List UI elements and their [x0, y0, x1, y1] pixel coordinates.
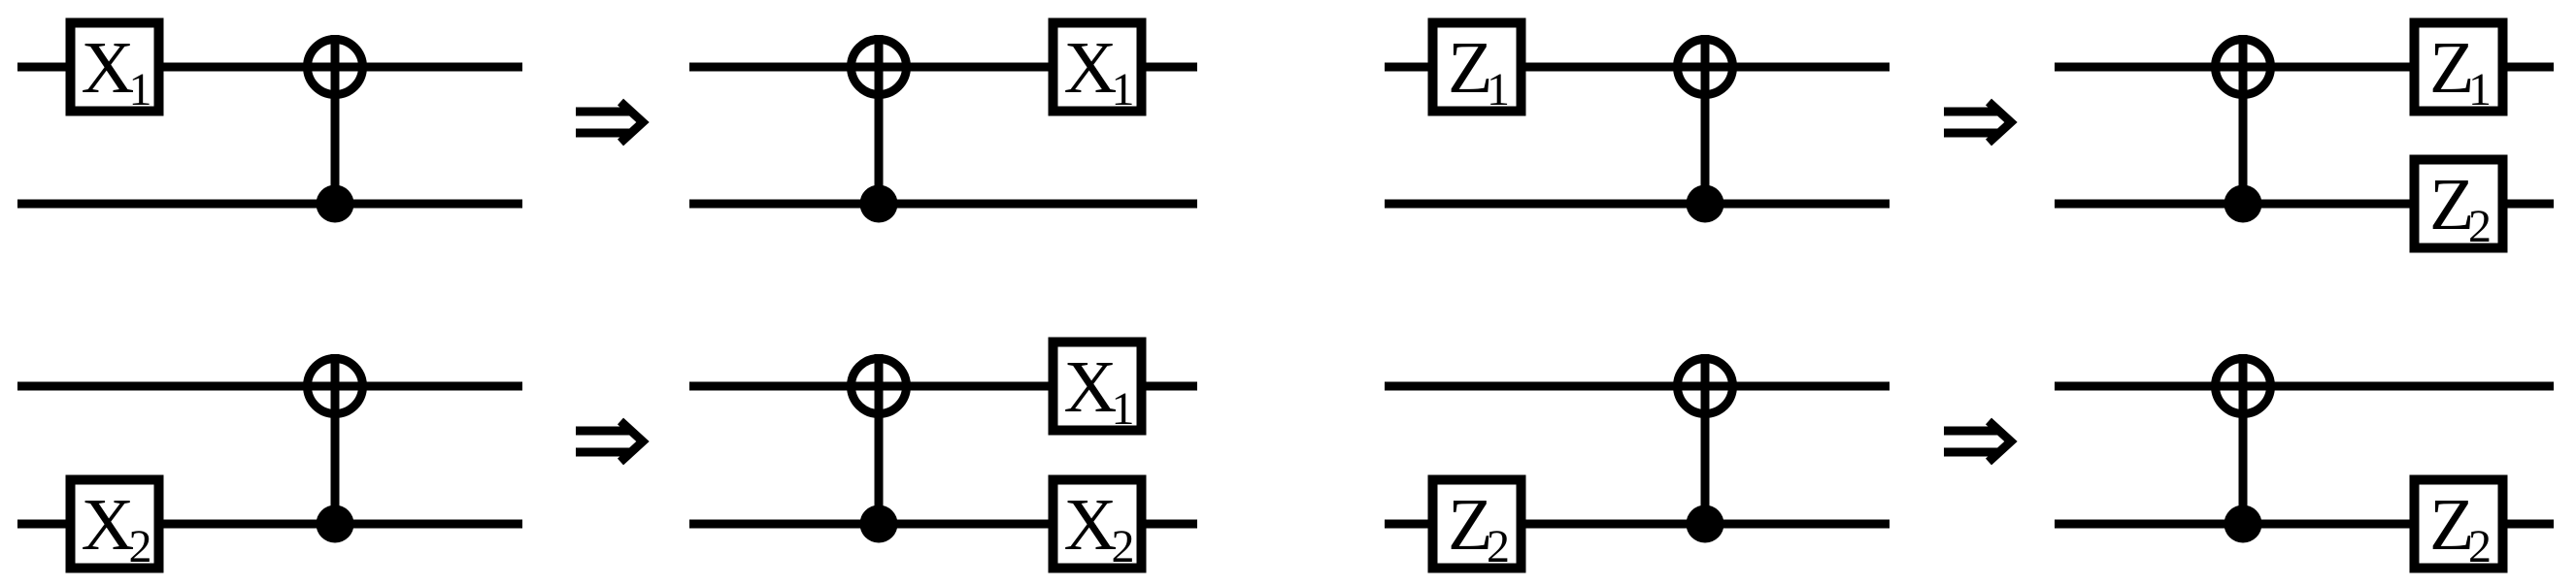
cnot-target-icon — [1673, 35, 1737, 99]
pauli-gate-X2: X2 — [1048, 474, 1147, 573]
cnot-gate — [303, 354, 367, 543]
cnot-control-dot-icon — [2224, 184, 2262, 223]
pauli-gate-Z1: Z1 — [2409, 17, 2508, 116]
cnot-target-icon — [303, 35, 367, 99]
implies-arrow-icon — [1944, 98, 2018, 146]
gate-box — [65, 17, 164, 116]
gate-label: X2 — [1064, 484, 1135, 572]
gate-box — [1427, 474, 1526, 573]
cnot-control-dot-icon — [1686, 505, 1724, 543]
cnot-control-dot-icon — [859, 505, 898, 543]
cnot-control-dot-icon — [859, 184, 898, 223]
pauli-gate-Z2: Z2 — [2409, 154, 2508, 253]
cnot-gate — [2211, 354, 2275, 543]
gate-box — [1048, 17, 1147, 116]
gate-box — [2409, 154, 2508, 253]
implies-arrow-icon — [576, 98, 650, 146]
pauli-gate-X1: X1 — [65, 17, 164, 116]
gate-box — [1048, 474, 1147, 573]
gate-label: Z1 — [2429, 27, 2492, 115]
gate-label: Z2 — [2429, 164, 2492, 252]
circuit: X2 — [17, 354, 522, 573]
cnot-control-dot-icon — [1686, 184, 1724, 223]
circuit: Z2 — [2055, 354, 2554, 573]
cnot-control-dot-icon — [2224, 505, 2262, 543]
pauli-gate-X1: X1 — [1048, 337, 1147, 436]
cnot-target-icon — [1673, 354, 1737, 418]
gate-label: X2 — [82, 484, 152, 572]
pauli-gate-Z2: Z2 — [1427, 474, 1526, 573]
cnot-target-icon — [847, 354, 911, 418]
cnot-control-dot-icon — [316, 505, 354, 543]
gate-box — [65, 474, 164, 573]
circuit: Z2 — [1385, 354, 1890, 573]
cnot-gate — [1673, 354, 1737, 543]
cnot-gate — [2211, 35, 2275, 223]
gate-box — [2409, 474, 2508, 573]
circuit: X1 — [689, 17, 1197, 223]
gate-label: Z2 — [1448, 484, 1510, 572]
gate-label: X1 — [1064, 346, 1135, 435]
cnot-target-icon — [303, 354, 367, 418]
pauli-gate-Z1: Z1 — [1427, 17, 1526, 116]
cnot-gate — [847, 35, 911, 223]
circuit: Z1 — [1385, 17, 1890, 223]
cnot-target-icon — [2211, 35, 2275, 99]
cnot-target-icon — [847, 35, 911, 99]
pauli-gate-X2: X2 — [65, 474, 164, 573]
cnot-control-dot-icon — [316, 184, 354, 223]
circuit: X1 — [17, 17, 522, 223]
gate-label: Z2 — [2429, 484, 2492, 572]
gate-label: Z1 — [1448, 27, 1510, 115]
cnot-gate — [1673, 35, 1737, 223]
identity-panel-top-left: X1 X1 — [17, 17, 1197, 223]
cnot-target-icon — [2211, 354, 2275, 418]
cnot-gate — [847, 354, 911, 543]
gate-box — [2409, 17, 2508, 116]
gate-label: X1 — [82, 27, 152, 115]
pauli-gate-X1: X1 — [1048, 17, 1147, 116]
gate-box — [1048, 337, 1147, 436]
gate-label: X1 — [1064, 27, 1135, 115]
identity-panel-bottom-right: Z2 Z2 — [1385, 354, 2554, 573]
cnot-gate — [303, 35, 367, 223]
pauli-gate-Z2: Z2 — [2409, 474, 2508, 573]
gate-box — [1427, 17, 1526, 116]
implies-arrow-icon — [576, 417, 650, 466]
implies-arrow-icon — [1944, 417, 2018, 466]
